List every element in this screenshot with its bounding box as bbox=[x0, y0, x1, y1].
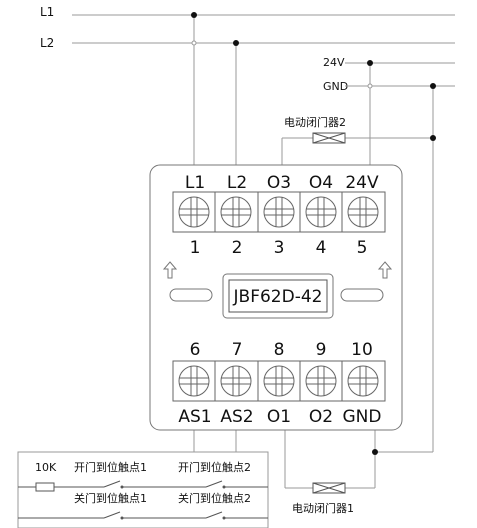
screw-icon bbox=[305, 196, 337, 228]
top-number-2: 2 bbox=[232, 238, 243, 258]
resistor-label: 10K bbox=[35, 461, 57, 474]
close-contact-2-label: 关门到位触点2 bbox=[178, 491, 251, 505]
bottom-number-8: 8 bbox=[274, 340, 285, 360]
bottom-number-10: 10 bbox=[351, 340, 373, 360]
close-contact-1-label: 关门到位触点1 bbox=[74, 491, 147, 505]
bus-label-24v: 24V bbox=[323, 56, 345, 69]
open-contact-1-label: 开门到位触点1 bbox=[74, 460, 147, 474]
screw-icon bbox=[263, 365, 295, 397]
bottom-terminal-labels: AS1 AS2 O1 O2 GND bbox=[178, 407, 381, 427]
bottom-screws bbox=[178, 365, 379, 397]
top-label-4: O4 bbox=[309, 173, 333, 193]
crossing-hops bbox=[191, 40, 373, 89]
top-label-1: L1 bbox=[185, 173, 205, 193]
open-contact-1-switch bbox=[103, 480, 121, 488]
door-closer-2-label: 电动闭门器2 bbox=[284, 115, 346, 129]
top-number-5: 5 bbox=[357, 238, 368, 258]
contact-box: 10K 开门到位触点1 开门到位触点2 关门到位触点1 关门到位触点2 bbox=[17, 451, 269, 528]
door-closer-1-label: 电动闭门器1 bbox=[292, 501, 354, 515]
bus-label-gnd: GND bbox=[323, 80, 348, 93]
top-label-2: L2 bbox=[227, 173, 247, 193]
junction-dots bbox=[191, 12, 436, 455]
top-label-5: 24V bbox=[345, 173, 379, 193]
top-terminal-labels: L1 L2 O3 O4 24V bbox=[185, 173, 379, 193]
resistor-icon bbox=[35, 482, 55, 492]
model-name: JBF62D-42 bbox=[233, 287, 323, 307]
bottom-number-7: 7 bbox=[232, 340, 243, 360]
bottom-label-10: GND bbox=[343, 407, 382, 427]
arrow-up-icon bbox=[162, 261, 178, 279]
close-contact-1-switch bbox=[103, 511, 121, 519]
door-closer-2: 电动闭门器2 bbox=[284, 115, 346, 144]
bottom-terminal-numbers: 6 7 8 9 10 bbox=[190, 340, 373, 360]
screw-icon bbox=[178, 365, 210, 397]
bottom-number-9: 9 bbox=[316, 340, 327, 360]
arrow-up-icon bbox=[377, 261, 393, 279]
door-closer-1: 电动闭门器1 bbox=[292, 482, 354, 515]
screw-icon bbox=[347, 196, 379, 228]
bus-lines: L1 L2 24V GND bbox=[40, 5, 455, 93]
top-number-1: 1 bbox=[190, 238, 201, 258]
screw-icon bbox=[220, 365, 252, 397]
bottom-label-8: O1 bbox=[267, 407, 291, 427]
top-number-4: 4 bbox=[316, 238, 327, 258]
top-terminal-numbers: 1 2 3 4 5 bbox=[190, 238, 368, 258]
mounting-slot-right bbox=[340, 288, 384, 302]
top-label-3: O3 bbox=[267, 173, 291, 193]
bottom-label-7: AS2 bbox=[220, 407, 253, 427]
screw-icon bbox=[178, 196, 210, 228]
top-number-3: 3 bbox=[274, 238, 285, 258]
top-screws bbox=[178, 196, 379, 228]
mounting-slot-left bbox=[169, 288, 213, 302]
screw-icon bbox=[305, 365, 337, 397]
screw-icon bbox=[220, 196, 252, 228]
bottom-label-6: AS1 bbox=[178, 407, 211, 427]
open-contact-2-label: 开门到位触点2 bbox=[178, 460, 251, 474]
bottom-number-6: 6 bbox=[190, 340, 201, 360]
drop-wires bbox=[193, 15, 434, 489]
screw-icon bbox=[347, 365, 379, 397]
bottom-label-9: O2 bbox=[309, 407, 333, 427]
bus-label-l2: L2 bbox=[40, 36, 54, 50]
screw-icon bbox=[263, 196, 295, 228]
open-contact-2-switch bbox=[205, 480, 223, 488]
close-contact-2-switch bbox=[205, 511, 223, 519]
bus-label-l1: L1 bbox=[40, 5, 54, 19]
model-label: JBF62D-42 bbox=[222, 273, 334, 319]
